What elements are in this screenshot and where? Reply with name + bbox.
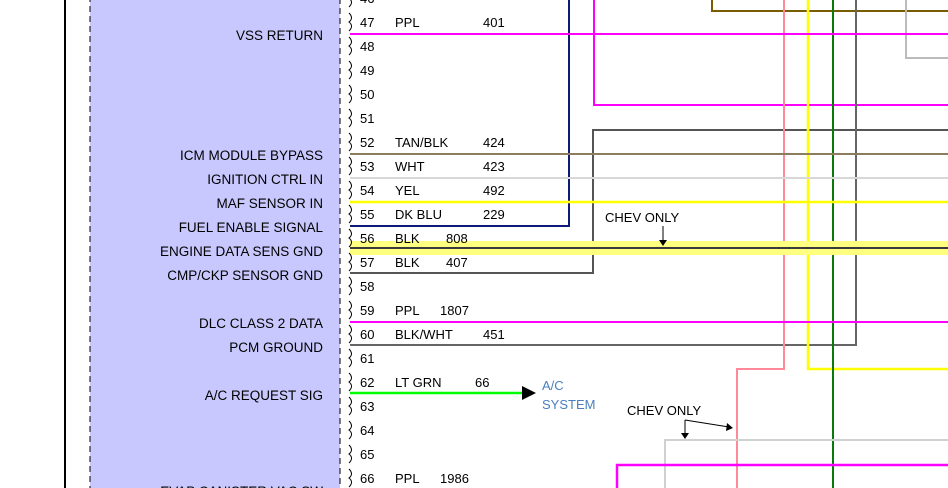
pin-bracket	[348, 108, 352, 128]
wire-dkblu-route	[350, 0, 570, 227]
pin-function-label: IGNITION CTRL IN	[207, 172, 323, 187]
pin-function-label: ICM MODULE BYPASS	[180, 148, 323, 163]
wire-blkwht-route	[350, 0, 857, 346]
circuit-number: 229	[483, 207, 505, 222]
wire-color-label: PPL	[395, 15, 420, 30]
pin-bracket	[348, 468, 352, 488]
pin-bracket	[348, 0, 352, 8]
circuit-number: 451	[483, 327, 505, 342]
pin-number: 61	[360, 351, 374, 366]
circuit-number: 407	[446, 255, 468, 270]
pin-number: 48	[360, 39, 374, 54]
wire-ppl-lower	[615, 463, 948, 488]
circuit-number: 423	[483, 159, 505, 174]
pin-number: 58	[360, 279, 374, 294]
pin-function-label: PCM GROUND	[229, 340, 323, 355]
pin-bracket	[348, 60, 352, 80]
wire-color-label: TAN/BLK	[395, 135, 449, 150]
pin-number: 63	[360, 399, 374, 414]
ac-system-label-line1: A/C	[542, 378, 564, 393]
pin-function-label: MAF SENSOR IN	[216, 196, 323, 211]
chev-only-arrow-2b	[684, 419, 730, 428]
pin-bracket	[348, 204, 352, 224]
pin-bracket	[348, 420, 352, 440]
pin-number: 51	[360, 111, 374, 126]
pin-number: 49	[360, 63, 374, 78]
circuit-number: 66	[475, 375, 489, 390]
pin-function-label: A/C REQUEST SIG	[205, 388, 323, 403]
pin-number: 52	[360, 135, 374, 150]
pin-number: 62	[360, 375, 374, 390]
pin-wires	[350, 33, 948, 395]
pin-bracket	[348, 276, 352, 296]
wire-yellow-route	[806, 0, 948, 371]
pin-number: 47	[360, 15, 374, 30]
chev-only-arrowhead-1	[659, 240, 667, 246]
wire-gray-lower	[664, 439, 948, 488]
pin-bracket	[348, 36, 352, 56]
pin-number: 60	[360, 327, 374, 342]
circuit-number: 808	[446, 231, 468, 246]
pin-bracket	[348, 300, 352, 320]
pin-bracket	[348, 132, 352, 152]
pin-list: 4647PPL401VSS RETURN4849505152TAN/BLK424…	[160, 0, 505, 488]
circuit-number: 424	[483, 135, 505, 150]
pin-function-label: CMP/CKP SENSOR GND	[167, 268, 323, 283]
wire-color-label: PPL	[395, 471, 420, 486]
wire-color-label: PPL	[395, 303, 420, 318]
pin-bracket	[348, 324, 352, 344]
pin-bracket	[348, 444, 352, 464]
wire-brown	[711, 0, 948, 12]
pin-bracket	[348, 228, 352, 248]
ac-arrow	[522, 386, 536, 400]
pin-number: 57	[360, 255, 374, 270]
pin-number: 46	[360, 0, 374, 6]
wire-color-label: BLK	[395, 255, 420, 270]
pin-bracket	[348, 372, 352, 392]
circuit-number: 492	[483, 183, 505, 198]
ac-system-label-line2: SYSTEM	[542, 397, 595, 412]
pin-bracket	[348, 156, 352, 176]
chev-only-arrowhead-2b	[726, 423, 733, 431]
chev-only-arrowhead-2a	[681, 433, 689, 439]
circuit-number: 401	[483, 15, 505, 30]
pin-bracket	[348, 252, 352, 272]
wire-color-label: BLK/WHT	[395, 327, 453, 342]
pin-function-label: ENGINE DATA SENS GND	[160, 244, 323, 259]
pin-number: 59	[360, 303, 374, 318]
pin-bracket	[348, 180, 352, 200]
pin-number: 56	[360, 231, 374, 246]
wire-pink-route	[736, 0, 785, 488]
pin-number: 64	[360, 423, 374, 438]
pin-function-label: VSS RETURN	[236, 28, 323, 43]
pin-number: 50	[360, 87, 374, 102]
chev-only-label-2: CHEV ONLY	[627, 403, 701, 418]
pin-number: 65	[360, 447, 374, 462]
pcm-module-body	[89, 0, 341, 488]
wire-ppl-route	[593, 0, 948, 106]
wire-color-label: DK BLU	[395, 207, 442, 222]
pin-function-label: FUEL ENABLE SIGNAL	[179, 220, 324, 235]
pin-bracket	[348, 396, 352, 416]
pin-number: 55	[360, 207, 374, 222]
pin-number: 53	[360, 159, 374, 174]
pin-function-label: EVAP CANISTER VAC SW	[160, 484, 323, 488]
pin-bracket	[348, 84, 352, 104]
pin-number: 66	[360, 471, 374, 486]
wire-color-label: YEL	[395, 183, 420, 198]
pin-function-label: DLC CLASS 2 DATA	[199, 316, 323, 331]
circuit-number: 1986	[440, 471, 469, 486]
wire-color-label: LT GRN	[395, 375, 441, 390]
wire-color-label: BLK	[395, 231, 420, 246]
circuit-number: 1807	[440, 303, 469, 318]
wire-color-label: WHT	[395, 159, 425, 174]
wire-gray-top	[905, 0, 948, 59]
chev-only-label-1: CHEV ONLY	[605, 210, 679, 225]
pin-bracket	[348, 348, 352, 368]
pin-number: 54	[360, 183, 374, 198]
pin-bracket	[348, 12, 352, 32]
